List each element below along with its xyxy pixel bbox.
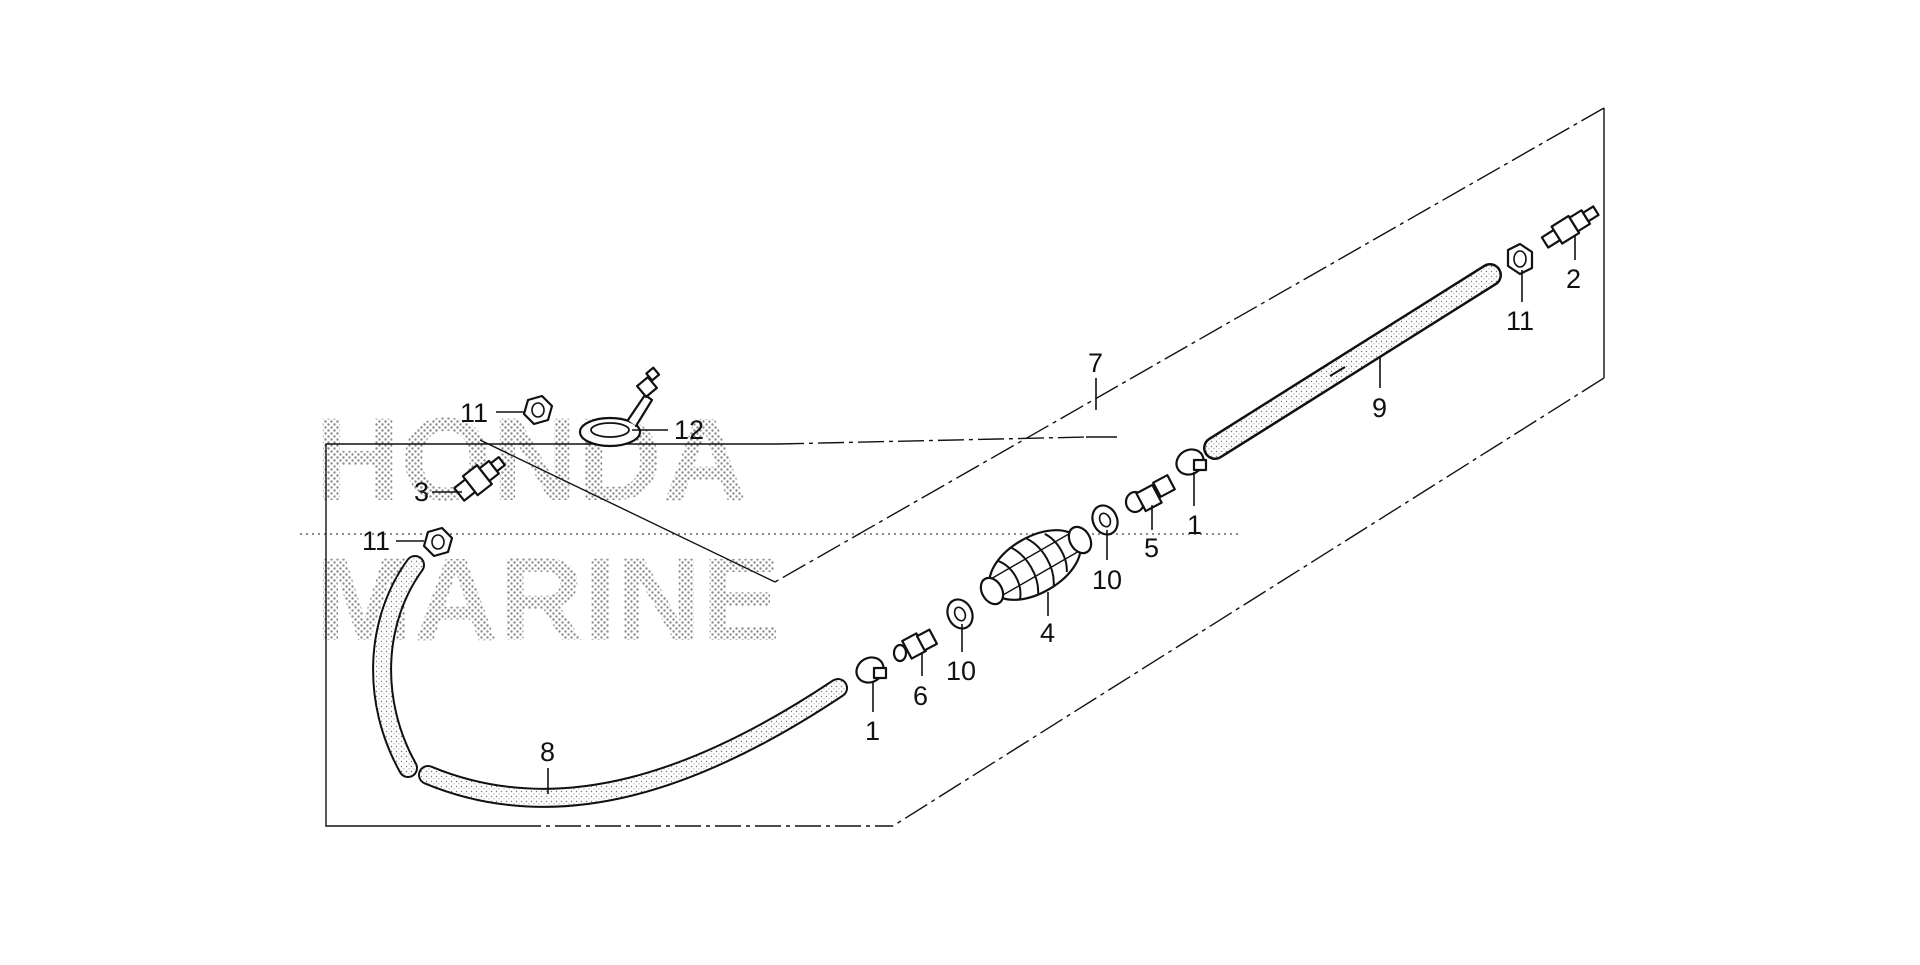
- callout-10-lower: 10: [946, 656, 976, 686]
- callout-2: 2: [1566, 264, 1581, 294]
- frame-top-dash: [777, 436, 1087, 445]
- tank-fitting-12: [578, 366, 661, 448]
- callout-11-top: 11: [460, 398, 488, 428]
- clamp-1-lower: [855, 656, 888, 684]
- callouts: 11 12 3 11 1 6 10 4 10 5 1 7 9 11 2 8: [362, 264, 1581, 767]
- washer-10-lower: [946, 598, 974, 630]
- hose-8: [372, 555, 848, 808]
- fitting-6: [892, 628, 939, 663]
- leader-lines: [396, 236, 1576, 794]
- callout-5: 5: [1144, 533, 1159, 563]
- nut-11-top: [522, 394, 554, 426]
- callout-7: 7: [1088, 348, 1103, 378]
- callout-9: 9: [1372, 393, 1387, 423]
- callout-4: 4: [1040, 618, 1055, 648]
- connector-2: [1540, 205, 1600, 249]
- clamp-1-upper: [1175, 448, 1208, 476]
- nut-11-right: [1506, 242, 1534, 276]
- frame-left: [325, 443, 778, 827]
- callout-6: 6: [913, 681, 928, 711]
- callout-12: 12: [674, 415, 704, 445]
- callout-1-upper: 1: [1187, 510, 1202, 540]
- callout-1-lower: 1: [865, 716, 880, 746]
- hose-9: [1203, 263, 1502, 460]
- kit-frame: [325, 107, 1605, 827]
- callout-11-mid: 11: [362, 526, 390, 556]
- frame-inner-diagonal: [479, 439, 776, 583]
- primer-bulb-4: [979, 525, 1093, 606]
- callout-11-right: 11: [1506, 306, 1534, 336]
- frame-diagonal-lower: [892, 377, 1605, 827]
- callout-8: 8: [540, 737, 555, 767]
- fitting-5: [1124, 474, 1176, 514]
- connector-3: [453, 456, 506, 502]
- callout-10-upper: 10: [1092, 565, 1122, 595]
- callout-3: 3: [414, 477, 429, 507]
- washer-10-upper: [1091, 504, 1119, 536]
- nut-11-mid: [422, 526, 454, 558]
